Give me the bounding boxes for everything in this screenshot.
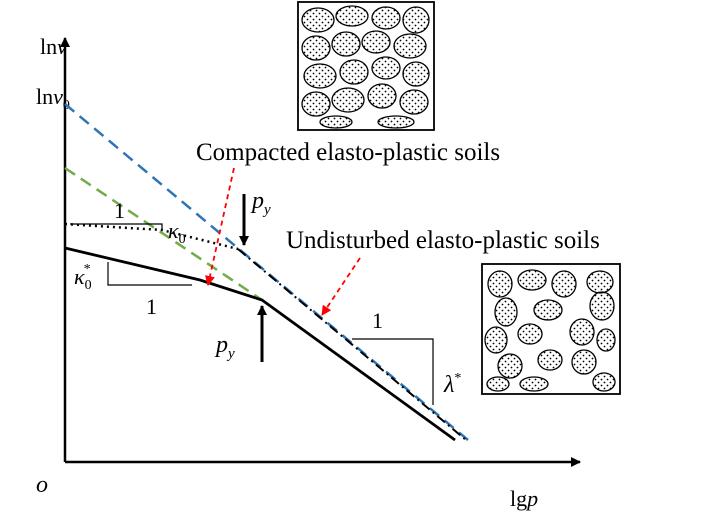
kappa0-label: κ0 (168, 218, 186, 247)
undisturbed-soil-label: Undisturbed elasto-plastic soils (286, 227, 600, 254)
undisturbed-pointer-arrow (322, 258, 360, 315)
x-axis-label: lgp (510, 486, 538, 511)
loose-particle-structure-icon (482, 264, 620, 394)
origin-label: o (36, 472, 48, 498)
y-axis-label: lnv (40, 34, 67, 59)
kappa0-star-run-label: 1 (146, 294, 157, 319)
undisturbed-curve (65, 248, 455, 440)
green-dashed-line (65, 168, 262, 300)
dense-particle-packing-icon (298, 2, 434, 130)
kappa0-run-label: 1 (114, 198, 125, 223)
compacted-soil-label: Compacted elasto-plastic soils (196, 139, 500, 166)
lambda-star-label: λ* (443, 371, 461, 398)
py-top-label: py (250, 188, 271, 218)
kappa0-star-slope-triangle (108, 262, 192, 285)
py-bottom-label: py (214, 332, 235, 362)
lambda-run-label: 1 (372, 308, 383, 333)
kappa0-star-label: κ0* (74, 262, 92, 293)
